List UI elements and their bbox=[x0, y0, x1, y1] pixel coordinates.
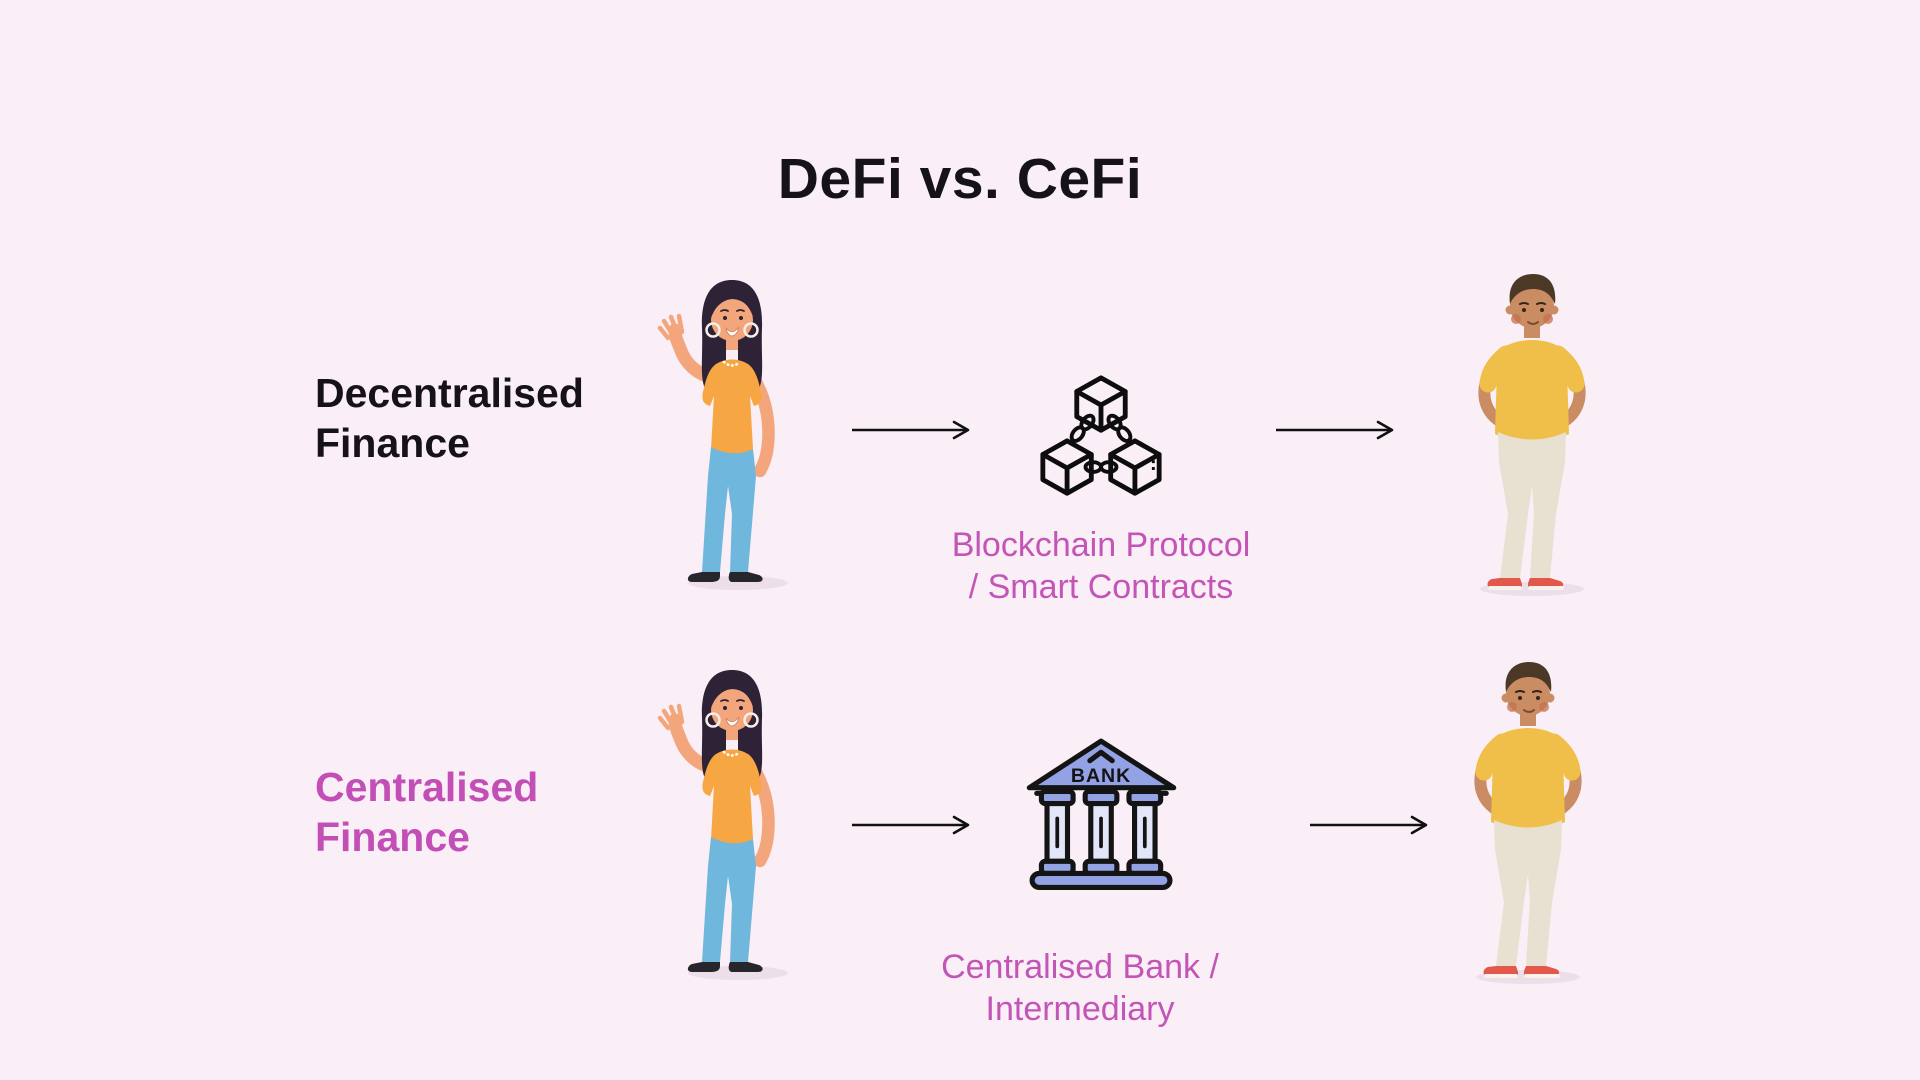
label-line: Decentralised bbox=[315, 370, 584, 416]
arrow-right-icon bbox=[852, 815, 970, 835]
label-line: Finance bbox=[315, 814, 470, 860]
caption-blockchain-protocol: Blockchain Protocol / Smart Contracts bbox=[891, 524, 1311, 608]
caption-line: Intermediary bbox=[985, 990, 1175, 1028]
bank-icon-label: BANK bbox=[1071, 765, 1131, 787]
arrow-right-icon bbox=[1276, 420, 1394, 440]
arrow-right-icon bbox=[852, 420, 970, 440]
man-standing-illustration bbox=[1458, 262, 1608, 602]
caption-line: Blockchain Protocol bbox=[951, 526, 1251, 564]
woman-waving-illustration bbox=[656, 656, 806, 986]
arrow-right-icon bbox=[1310, 815, 1428, 835]
blockchain-icon bbox=[1038, 372, 1164, 502]
row-label-decentralised-finance: Decentralised Finance bbox=[315, 368, 584, 468]
man-standing-illustration bbox=[1454, 650, 1604, 990]
caption-line: Centralised Bank / bbox=[941, 948, 1219, 986]
woman-waving-illustration bbox=[656, 266, 806, 596]
page-title: DeFi vs. CeFi bbox=[777, 147, 1143, 212]
caption-centralised-bank: Centralised Bank / Intermediary bbox=[870, 946, 1290, 1030]
row-label-centralised-finance: Centralised Finance bbox=[315, 762, 538, 862]
caption-line: / Smart Contracts bbox=[968, 568, 1234, 606]
label-line: Centralised bbox=[315, 764, 539, 810]
label-line: Finance bbox=[315, 420, 470, 466]
bank-icon: BANK bbox=[1026, 738, 1177, 890]
